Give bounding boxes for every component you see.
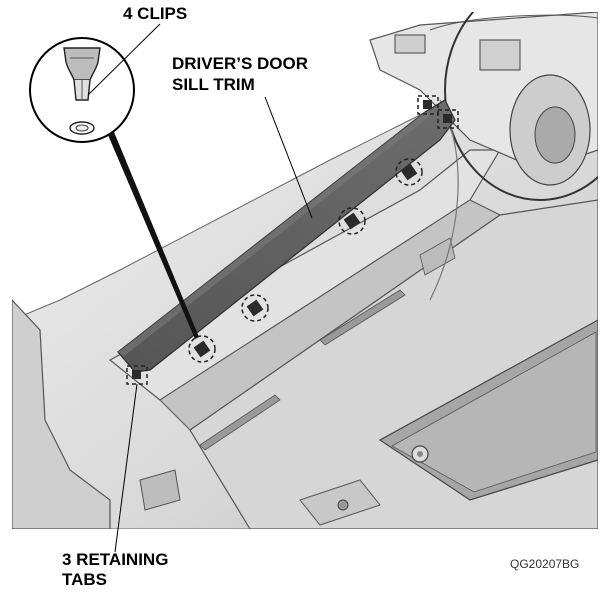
- tab-markers: [126, 95, 459, 385]
- clip-markers: [188, 158, 423, 363]
- sill-trim-label-line-1: DRIVER’S DOOR: [172, 54, 309, 73]
- clip-marker-4: [395, 158, 423, 186]
- kick-panel: [12, 299, 111, 529]
- retaining-tabs-label-line-1: 3 RETAINING: [62, 550, 169, 569]
- sill-trim-label-line-2: SILL TRIM: [172, 75, 255, 94]
- tab-marker-1: [126, 365, 148, 385]
- clips-leader: [87, 23, 161, 96]
- vehicle-interior: [12, 12, 598, 529]
- leader-lines: [87, 23, 313, 553]
- trim-leader: [264, 96, 313, 219]
- steering-wheel: [444, 12, 598, 201]
- clip-detail-inset: [29, 37, 199, 339]
- tab-marker-2: [417, 95, 439, 115]
- figure-code: QG20207BG: [510, 557, 580, 571]
- tabs-leader: [114, 383, 138, 553]
- clip-marker-3: [338, 207, 366, 235]
- clip-marker-2: [241, 294, 269, 322]
- clip-marker-1: [188, 335, 216, 363]
- clip-detail-icon: [63, 47, 101, 135]
- retaining-tabs-label-line-2: TABS: [62, 570, 108, 589]
- clips-label: 4 CLIPS: [123, 4, 188, 23]
- tab-marker-3: [437, 109, 459, 129]
